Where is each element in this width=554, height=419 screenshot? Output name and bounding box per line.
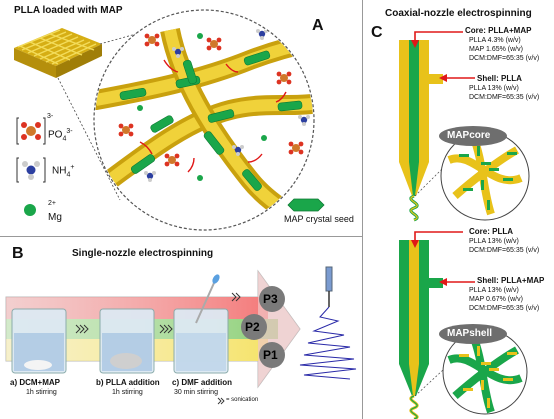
ammonium-symbol: NH <box>52 165 67 177</box>
top-core-title: Core: PLLA+MAP <box>465 26 532 35</box>
phosphate-label: PO43- <box>48 128 73 142</box>
panel-c: Coaxial-nozzle electrospinning C <box>363 0 554 419</box>
top-shell-line-2: DCM:DMF=65:35 (v/v) <box>469 94 540 101</box>
bottom-core-line-2: DCM:DMF=65:35 (v/v) <box>469 247 540 254</box>
step-a-sub: 1h stirring <box>26 389 57 396</box>
phosphate-icon <box>16 117 46 145</box>
crystal-seed-icon <box>287 198 325 212</box>
bottom-shell-line-3: DCM:DMF=65:35 (v/v) <box>469 305 540 312</box>
panel-a-title: PLLA loaded with MAP <box>14 5 123 16</box>
magnesium-symbol: Mg <box>48 212 62 224</box>
ammonium-label: NH4+ <box>52 164 74 178</box>
phosphate-symbol: PO <box>48 129 63 141</box>
magnesium-label: 2+ Mg <box>48 200 62 223</box>
panel-c-title: Coaxial-nozzle electrospinning <box>385 8 532 19</box>
bottom-shell-line-1: PLLA 13% (w/v) <box>469 287 519 294</box>
panel-divider-horizontal <box>0 236 362 237</box>
panel-c-letter: C <box>371 24 383 41</box>
coaxial-nozzle-illustration <box>399 31 530 419</box>
panel-a-letter: A <box>312 17 324 34</box>
ammonium-subscript: 4 <box>66 171 71 179</box>
step-b-label: b) PLLA addition <box>96 378 160 387</box>
top-shell-line-1: PLLA 13% (w/v) <box>469 85 519 92</box>
step-b-sub: 1h stirring <box>112 389 143 396</box>
panel-b: B Single-nozzle electrospinning <box>0 237 362 419</box>
phosphate-bracket-charge: 3- <box>47 113 54 120</box>
bottom-core-title: Core: PLLA <box>469 227 513 236</box>
phosphate-subscript: 4 <box>62 135 67 143</box>
layer-label-p2: P2 <box>245 320 260 334</box>
magnesium-icon <box>24 204 36 216</box>
bottom-shell-title: Shell: PLLA+MAP <box>477 276 545 285</box>
step-c-sub: 30 min stirring <box>174 389 218 396</box>
step-c-label: c) DMF addition <box>172 378 232 387</box>
layer-label-p3: P3 <box>263 292 278 306</box>
ammonium-charge: + <box>70 164 75 171</box>
phosphate-charge: 3- <box>66 128 73 135</box>
top-core-line-1: PLLA 4.3% (w/v) <box>469 37 521 44</box>
bottom-badge: MAPshell <box>447 328 493 339</box>
top-shell-title: Shell: PLLA <box>477 74 522 83</box>
process-arrow-illustration <box>5 266 357 405</box>
top-core-line-3: DCM:DMF=65:35 (v/v) <box>469 55 540 62</box>
panel-b-title: Single-nozzle electrospinning <box>72 248 214 259</box>
plla-mesh-icon <box>14 28 102 78</box>
top-core-line-2: MAP 1.65% (w/v) <box>469 46 523 53</box>
fiber-mesh-illustration <box>14 9 315 231</box>
magnesium-charge: 2+ <box>48 200 56 207</box>
step-a-label: a) DCM+MAP <box>10 378 61 387</box>
bottom-shell-line-2: MAP 0.67% (w/v) <box>469 296 523 303</box>
sonication-note: = sonication <box>226 397 259 403</box>
crystal-seed-label: MAP crystal seed <box>284 214 354 224</box>
panel-divider-vertical <box>362 0 363 419</box>
top-badge: MAPcore <box>447 130 491 141</box>
layer-label-p1: P1 <box>263 348 278 362</box>
bottom-core-line-1: PLLA 13% (w/v) <box>469 238 519 245</box>
panel-a: PLLA loaded with MAP A <box>0 0 362 236</box>
panel-b-letter: B <box>12 245 24 262</box>
ammonium-icon <box>16 157 46 183</box>
